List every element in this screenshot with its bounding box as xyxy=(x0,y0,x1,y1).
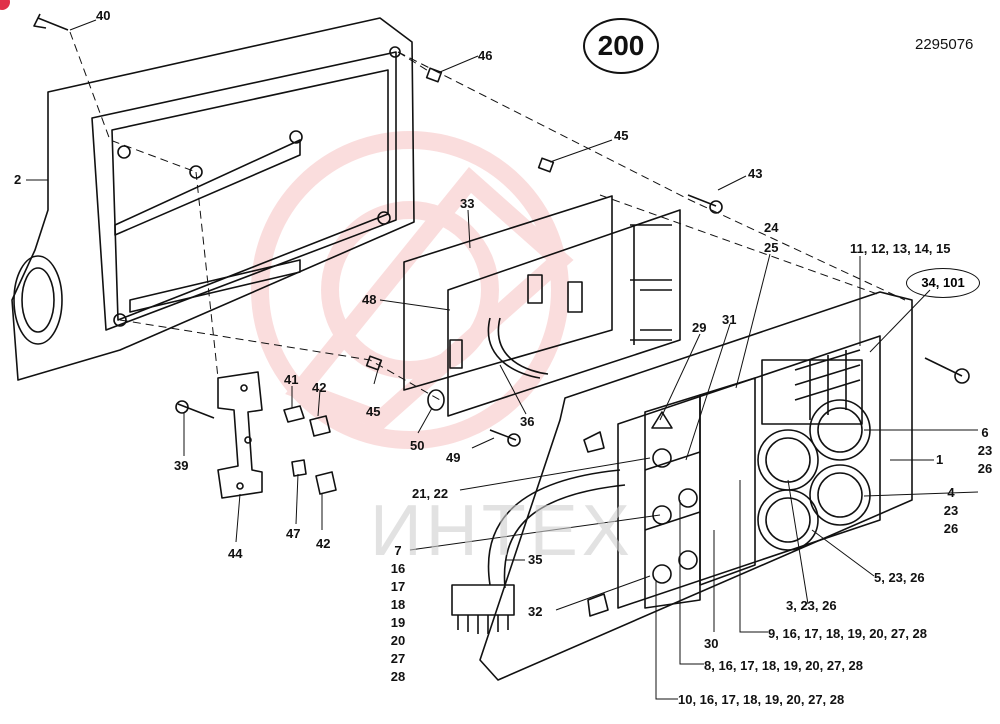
callout-47: 47 xyxy=(286,526,301,541)
callout-26: 26 xyxy=(977,461,993,476)
callout-5-23-26: 5, 23, 26 xyxy=(874,570,925,585)
callout-35: 35 xyxy=(528,552,543,567)
callout-40: 40 xyxy=(96,8,111,23)
callout-49: 49 xyxy=(446,450,461,465)
callout-8-list: 8, 16, 17, 18, 19, 20, 27, 28 xyxy=(704,658,864,673)
callout-7-list: 7 16 17 18 19 20 27 28 xyxy=(386,542,410,686)
callout-23: 23 xyxy=(977,443,993,458)
watermark-logo xyxy=(251,131,574,449)
callout-48: 48 xyxy=(362,292,377,307)
callout-34-101: 34, 101 xyxy=(906,268,980,298)
watermark-text: ИНТЕХ xyxy=(370,491,634,571)
callout-18: 18 xyxy=(390,597,406,612)
callout-29: 29 xyxy=(692,320,707,335)
rear-housing xyxy=(11,17,415,381)
callout-4: 4 xyxy=(947,485,955,500)
callout-3-23-26: 3, 23, 26 xyxy=(786,598,837,613)
callout-32: 32 xyxy=(528,604,543,619)
callout-4-23-26: 4 23 26 xyxy=(936,484,966,538)
drawing-code: 2295076 xyxy=(915,36,974,53)
callout-1: 1 xyxy=(936,452,944,467)
circuit-board xyxy=(403,195,681,417)
callout-42-bottom: 42 xyxy=(316,536,331,551)
callout-6-23-26: 6 23 26 xyxy=(970,424,1000,478)
callout-26: 26 xyxy=(943,521,959,536)
callout-39: 39 xyxy=(174,458,189,473)
callout-42-top: 42 xyxy=(312,380,327,395)
callout-46: 46 xyxy=(478,48,493,63)
callout-44: 44 xyxy=(228,546,243,561)
callout-2: 2 xyxy=(14,172,22,187)
callout-24: 24 xyxy=(764,220,779,235)
callout-45-bottom: 45 xyxy=(366,404,381,419)
fasteners xyxy=(33,13,970,495)
callout-25: 25 xyxy=(764,240,779,255)
callout-20: 20 xyxy=(390,633,406,648)
callout-30: 30 xyxy=(704,636,719,651)
callout-43: 43 xyxy=(748,166,763,181)
callout-6: 6 xyxy=(981,425,989,440)
callout-23: 23 xyxy=(943,503,959,518)
callout-41: 41 xyxy=(284,372,299,387)
callout-10-list: 10, 16, 17, 18, 19, 20, 27, 28 xyxy=(678,692,845,707)
callout-33: 33 xyxy=(460,196,475,211)
callout-17: 17 xyxy=(390,579,406,594)
callout-36: 36 xyxy=(520,414,535,429)
callout-28: 28 xyxy=(390,669,406,684)
leader-lines xyxy=(26,19,979,700)
callout-45-top: 45 xyxy=(614,128,629,143)
assembly-lines xyxy=(69,31,906,401)
page-number: 200 xyxy=(583,18,659,74)
callout-21-22: 21, 22 xyxy=(412,486,449,501)
corner-badge xyxy=(0,0,10,10)
callout-11-15: 11, 12, 13, 14, 15 xyxy=(850,241,951,256)
bracket xyxy=(217,371,263,499)
callout-7: 7 xyxy=(394,543,402,558)
callout-31: 31 xyxy=(722,312,737,327)
callout-50: 50 xyxy=(410,438,425,453)
callout-9-list: 9, 16, 17, 18, 19, 20, 27, 28 xyxy=(768,626,928,641)
connector-cable xyxy=(451,469,626,634)
callout-19: 19 xyxy=(390,615,406,630)
callout-16: 16 xyxy=(390,561,406,576)
front-panel xyxy=(479,291,913,681)
callout-27: 27 xyxy=(390,651,406,666)
